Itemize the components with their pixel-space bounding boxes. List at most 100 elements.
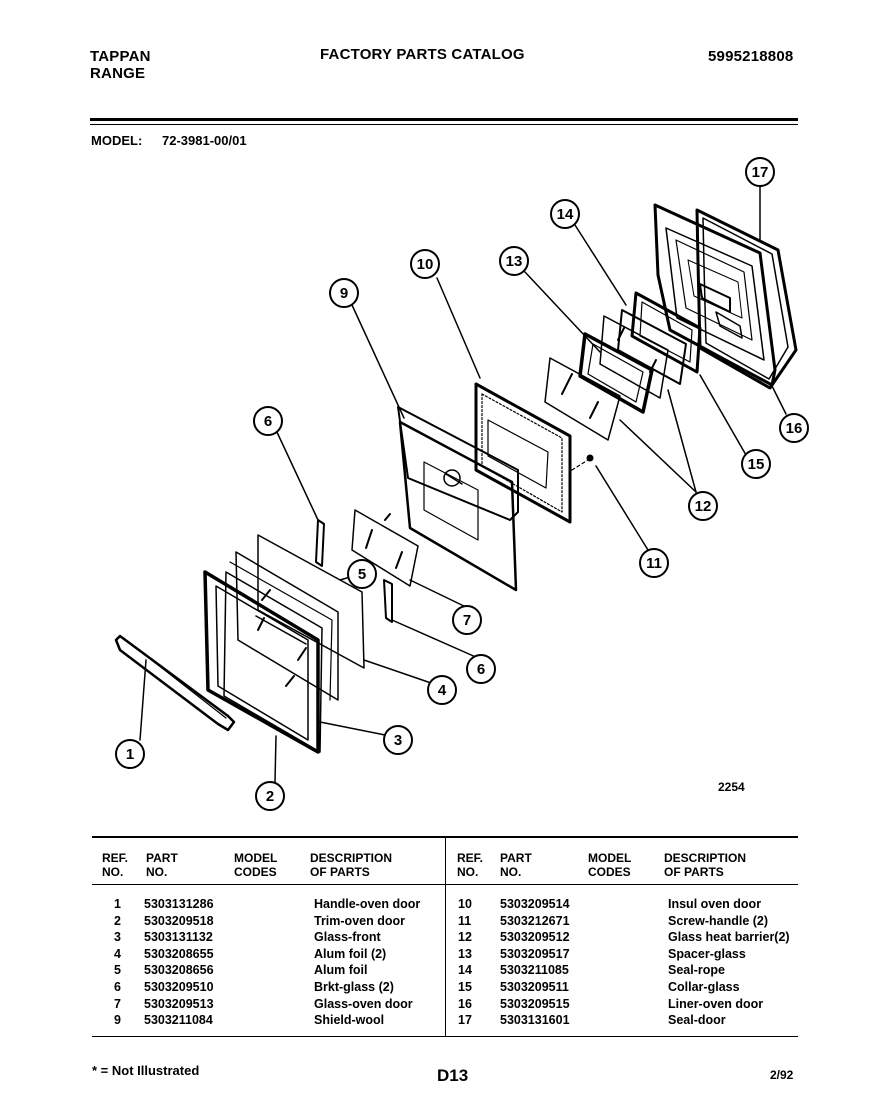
part-number-cell: 5303209517 (500, 946, 570, 961)
part-number-cell: 5303131286 (144, 897, 214, 911)
part-number-cell: 5303209513 (144, 996, 214, 1011)
part-number-cell: 5303131601 (500, 1013, 570, 1028)
description-cell: Alum foil (314, 963, 368, 978)
part-2-trim-oven-door (203, 570, 320, 754)
part-15-collar-glass (630, 291, 702, 374)
header-rule-thick (90, 118, 798, 121)
svg-text:5: 5 (358, 566, 366, 583)
model-value: 72-3981-00/01 (162, 133, 247, 148)
part-number-cell: 5303209514 (500, 897, 570, 911)
ref-cell: 17 (458, 1013, 472, 1028)
page-number: D13 (437, 1066, 469, 1085)
ref-cell: 2 (114, 913, 121, 928)
ref-cell: 1 (114, 897, 121, 911)
table-header-rule (92, 884, 798, 885)
description-cell: Spacer-glass (668, 946, 746, 961)
brand-line-1: TAPPAN (90, 48, 151, 65)
header-ref: REF.NO. (102, 851, 129, 879)
part-6-bracket-lower (383, 579, 393, 623)
table-row: 17 5303131601 Seal-door (448, 1012, 798, 1029)
svg-text:17: 17 (752, 164, 769, 181)
table-bottom-rule (92, 1036, 798, 1037)
part-6-bracket-upper (315, 519, 325, 567)
ref-cell: 4 (114, 946, 121, 961)
part-number-cell: 5303208656 (144, 963, 214, 978)
part-number-cell: 5303209511 (500, 980, 569, 994)
svg-text:6: 6 (477, 661, 485, 678)
callout-15: 15 (741, 449, 771, 479)
part-number-cell: 5303209518 (144, 913, 214, 928)
table-row: 2 5303209518 Trim-oven door (92, 913, 442, 930)
part-1-handle (114, 634, 236, 732)
part-9-shield-wool (397, 406, 519, 592)
svg-text:10: 10 (417, 256, 434, 273)
callouts: 17 14 10 13 9 6 16 15 12 11 5 7 6 4 3 1 … (115, 157, 809, 811)
ref-cell: 14 (458, 963, 472, 978)
description-cell: Trim-oven door (314, 913, 405, 928)
svg-text:3: 3 (394, 732, 402, 749)
part-number-cell: 5303212671 (500, 913, 570, 928)
description-cell: Insul oven door (668, 897, 762, 911)
svg-text:15: 15 (748, 456, 765, 473)
part-10-insul-oven-door (474, 382, 572, 524)
callout-2: 2 (255, 781, 285, 811)
part-number-cell: 5303211084 (144, 1013, 213, 1028)
part-7-glass-oven-door (351, 509, 419, 587)
callout-17: 17 (745, 157, 775, 187)
table-row: 1 5303131286 Handle-oven door (92, 896, 442, 913)
table-top-rule (92, 836, 798, 838)
svg-text:4: 4 (438, 682, 447, 699)
part-11-screw-handle (571, 454, 594, 471)
description-cell: Glass-oven door (314, 996, 413, 1011)
callout-11: 11 (639, 548, 669, 578)
brand-line-2: RANGE (90, 65, 146, 82)
exploded-parts-diagram: 17 14 10 13 9 6 16 15 12 11 5 7 6 4 3 1 … (114, 157, 809, 811)
part-number-cell: 5303209512 (500, 930, 570, 945)
description-cell: Liner-oven door (668, 996, 764, 1011)
callout-1: 1 (115, 739, 145, 769)
callout-16: 16 (779, 413, 809, 443)
callout-14: 14 (550, 199, 580, 229)
callout-6-lower: 6 (466, 654, 496, 684)
description-cell: Seal-door (668, 1013, 726, 1028)
ref-cell: 9 (114, 1013, 121, 1028)
part-number-cell: 5303209515 (500, 996, 570, 1011)
description-cell: Brkt-glass (2) (314, 980, 394, 994)
part-4-alum-foil (229, 551, 339, 701)
description-cell: Handle-oven door (314, 897, 421, 911)
part-17-seal-door (695, 208, 798, 390)
ref-cell: 11 (458, 913, 472, 928)
footer-date: 2/92 (770, 1068, 794, 1082)
catalog-title: FACTORY PARTS CATALOG (320, 46, 525, 63)
diagram-code: 2254 (718, 780, 745, 794)
callout-3: 3 (383, 725, 413, 755)
svg-text:13: 13 (506, 253, 523, 270)
callout-5: 5 (347, 559, 377, 589)
svg-text:6: 6 (264, 413, 272, 430)
callout-6-upper: 6 (253, 406, 283, 436)
part-number-cell: 5303209510 (144, 980, 214, 994)
table-row: 9 5303211084 Shield-wool (92, 1012, 442, 1029)
part-number-cell: 5303211085 (500, 963, 569, 978)
description-cell: Shield-wool (314, 1013, 385, 1028)
part-number-cell: 5303131132 (144, 930, 213, 945)
description-cell: Alum foil (2) (314, 946, 387, 961)
svg-text:1: 1 (126, 746, 134, 763)
ref-cell: 7 (114, 996, 121, 1011)
ref-cell: 3 (114, 930, 121, 945)
callout-10: 10 (410, 249, 440, 279)
model-label: MODEL: (91, 133, 143, 148)
callout-7: 7 (452, 605, 482, 635)
footer-note: * = Not Illustrated (92, 1063, 200, 1078)
callout-4: 4 (427, 675, 457, 705)
